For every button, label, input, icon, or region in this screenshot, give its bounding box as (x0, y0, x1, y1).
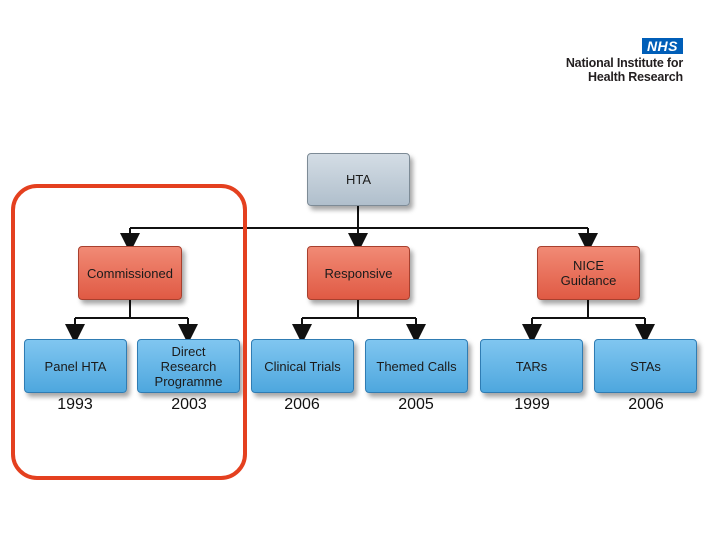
branch-node-nice-guidance: NICE Guidance (537, 246, 640, 300)
root-node-hta: HTA (307, 153, 410, 206)
year-themed-calls: 2005 (398, 396, 434, 413)
year-stas: 2006 (628, 396, 664, 413)
logo-line-1: National Institute for (565, 56, 683, 70)
logo-line-2: Health Research (588, 70, 683, 84)
commissioned-highlight-outline (11, 184, 247, 480)
branch-node-commissioned: Commissioned (78, 246, 182, 300)
leaf-node-stas: STAs (594, 339, 697, 393)
nhs-badge: NHS (641, 38, 683, 54)
leaf-node-clinical-trials: Clinical Trials (251, 339, 354, 393)
branch-node-responsive: Responsive (307, 246, 410, 300)
leaf-node-tars: TARs (480, 339, 583, 393)
year-tars: 1999 (514, 396, 550, 413)
leaf-node-panel-hta: Panel HTA (24, 339, 127, 393)
leaf-node-direct-research-programme: Direct Research Programme (137, 339, 240, 393)
year-direct-research-programme: 2003 (171, 396, 207, 413)
year-panel-hta: 1993 (57, 396, 93, 413)
nihr-logo: NHS National Institute for Health Resear… (543, 38, 683, 84)
leaf-node-themed-calls: Themed Calls (365, 339, 468, 393)
year-clinical-trials: 2006 (284, 396, 320, 413)
